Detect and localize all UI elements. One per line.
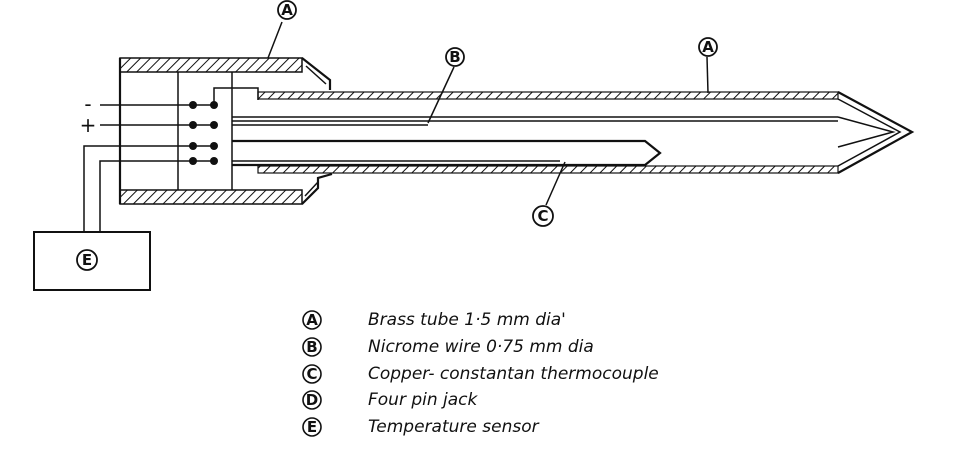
jack-housing [118, 57, 333, 205]
callout-top-housing-label: A [281, 1, 293, 19]
callout-sensor-label: E [82, 251, 92, 269]
legend-item: A Brass tube 1·5 mm dia' [302, 310, 566, 330]
legend-label: Copper- constantan thermocouple [368, 364, 659, 384]
legend-item: D Four pin jack [302, 390, 479, 410]
callout-thermocouple-label: C [537, 207, 548, 225]
callout-tube-label: A [702, 38, 714, 56]
legend-label: Brass tube 1·5 mm dia' [368, 310, 566, 330]
callout-sensor: E [76, 249, 98, 271]
lead-wires [83, 87, 560, 232]
callout-wire-label: B [449, 48, 460, 66]
legend-key: E [307, 418, 317, 436]
callout-top-housing: A [277, 0, 297, 20]
pin-array [189, 101, 218, 165]
legend-label: Temperature sensor [368, 417, 540, 437]
legend-label: Nicrome wire 0·75 mm dia [368, 337, 594, 357]
legend-item: B Nicrome wire 0·75 mm dia [302, 337, 594, 357]
temperature-sensor-box [33, 231, 151, 291]
legend-key: C [306, 365, 317, 383]
callout-wire: B [445, 47, 465, 67]
legend: A Brass tube 1·5 mm dia' B Nicrome wire … [302, 310, 659, 437]
plus-sign: + [80, 113, 97, 137]
legend-key: A [306, 311, 318, 329]
callout-thermocouple: C [532, 205, 554, 227]
nicrome-wire [232, 116, 896, 148]
brass-tube [257, 91, 915, 174]
legend-item: E Temperature sensor [302, 417, 540, 437]
leader-lines [267, 21, 709, 206]
thermocouple-probe [232, 139, 662, 167]
legend-key: D [306, 391, 318, 409]
legend-label: Four pin jack [368, 390, 479, 410]
minus-sign: - [84, 92, 91, 116]
callout-tube: A [698, 37, 718, 57]
legend-item: C Copper- constantan thermocouple [302, 364, 659, 384]
legend-key: B [306, 338, 317, 356]
